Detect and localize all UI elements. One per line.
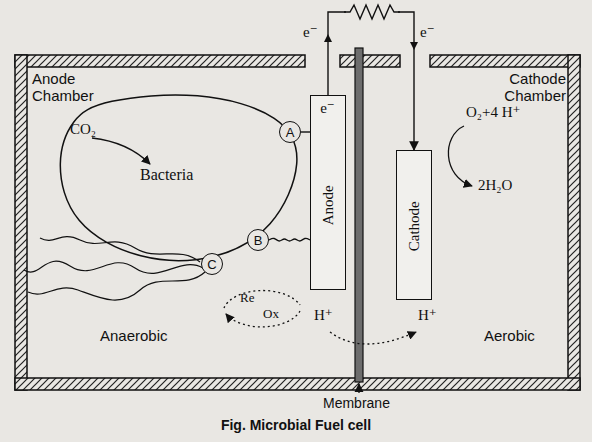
oxygen-arrow [448, 126, 472, 186]
chemical-label: 2H₂O [478, 177, 512, 194]
electron-transfer-link [301, 131, 310, 132]
zone-label: Aerobic [484, 327, 535, 344]
electron-flow-arrow [414, 34, 415, 46]
ion-label: H⁺ [314, 307, 333, 324]
redox-cycle [224, 291, 300, 327]
redox-label: Ox [263, 307, 279, 322]
chamber-label: Cathode Chamber [486, 70, 566, 105]
membrane [355, 48, 363, 382]
cell-membrane [60, 95, 297, 261]
cell-label: Bacteria [140, 166, 193, 184]
redox-label: Re [240, 291, 254, 306]
electron-transfer-link [269, 238, 310, 241]
membrane-leader [358, 384, 359, 393]
cathode-electrode: Cathode [396, 150, 432, 300]
chemical-label: O₂+4 H⁺ [466, 104, 521, 121]
bacterium-cell: Bacteria [40, 88, 312, 278]
figure-caption: Fig. Microbial Fuel cell [0, 417, 592, 433]
co2-arrow [92, 138, 150, 164]
callout-letter: B [254, 234, 263, 247]
electron-label: e⁻ [320, 100, 335, 117]
electron-flow-arrow [328, 38, 329, 50]
zone-label: Anaerobic [100, 327, 168, 344]
resistor-symbol [344, 5, 400, 19]
chemical-label: CO₂ [70, 121, 96, 138]
electron-label: e⁻ [420, 24, 435, 41]
electrode-label: Anode [319, 185, 336, 225]
callout-circle: A [279, 121, 301, 143]
callout-circle: B [247, 229, 269, 251]
chamber-label: Anode Chamber [32, 70, 102, 105]
callout-circle: C [201, 253, 223, 275]
anode-electrode: e⁻ Anode [310, 95, 346, 290]
chamber-walls [15, 55, 580, 390]
callout-letter: A [286, 126, 295, 139]
part-label: Membrane [323, 395, 390, 411]
proton-arrow [330, 332, 416, 344]
ion-label: H⁺ [418, 307, 437, 324]
callout-letter: C [207, 258, 216, 271]
electrode-label: Cathode [405, 202, 422, 252]
electron-label: e⁻ [303, 24, 318, 41]
